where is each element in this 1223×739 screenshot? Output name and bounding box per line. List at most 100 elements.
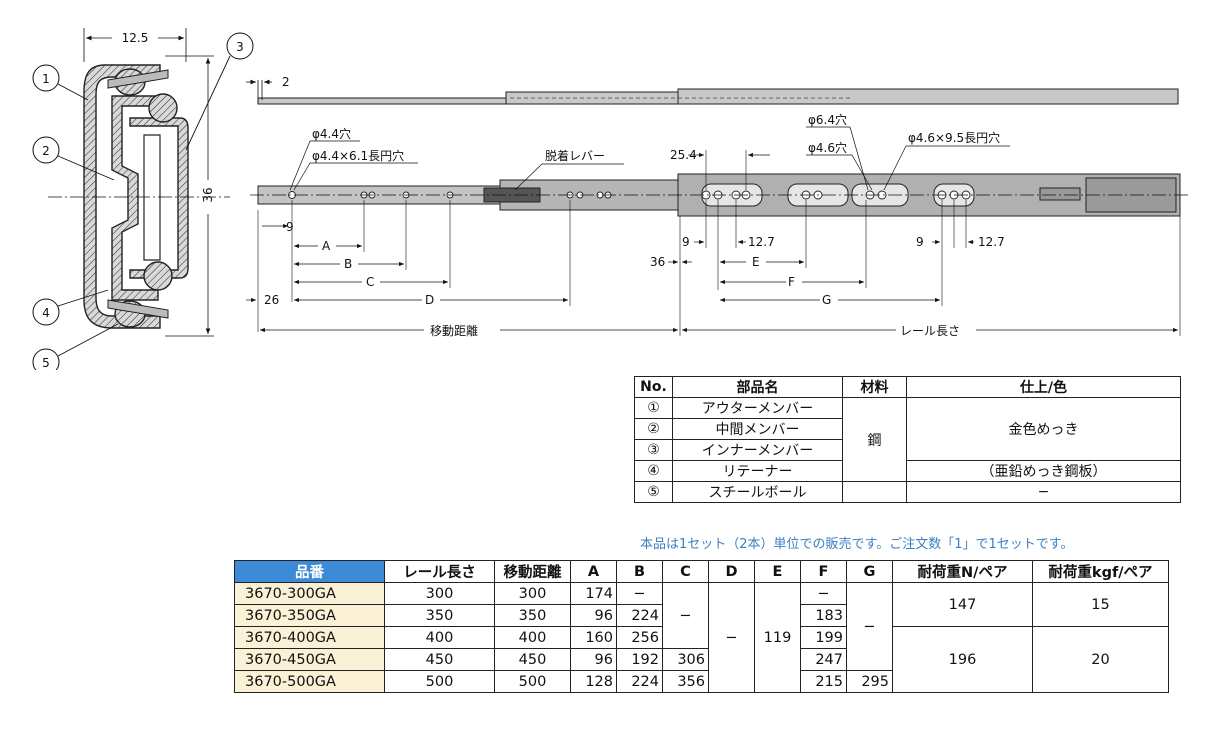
sales-notice: 本品は1セット（2本）単位での販売です。ご注文数「1」で1セットです。 — [640, 537, 1074, 552]
dim-26: 26 — [264, 293, 279, 307]
dim-A: A — [322, 239, 331, 253]
dim-c: 306 — [662, 648, 709, 671]
outer-member — [83, 64, 161, 329]
part-number: 3670-400GA — [234, 626, 385, 649]
travel: 350 — [494, 604, 571, 627]
dim-g-merged: − — [846, 582, 893, 671]
top-view: 2 — [246, 75, 1179, 105]
retainer — [107, 299, 169, 319]
dim-thickness: 2 — [282, 75, 290, 89]
dim-e-merged: 119 — [754, 582, 801, 693]
dim-f: − — [800, 582, 847, 605]
header-finish: 仕上/色 — [906, 376, 1181, 398]
header-no: No. — [634, 376, 673, 398]
callout-5-label: 5 — [42, 356, 50, 370]
rail-length: 300 — [384, 582, 495, 605]
label-hole-3: φ6.4穴 — [808, 112, 847, 127]
header-d: D — [708, 560, 755, 583]
header-part-number: 品番 — [234, 560, 385, 583]
load-kgf-1: 15 — [1032, 582, 1169, 627]
dim-D: D — [425, 293, 434, 307]
header-e: E — [754, 560, 801, 583]
dim-a: 160 — [570, 626, 617, 649]
part-finish: − — [906, 481, 1181, 503]
travel: 300 — [494, 582, 571, 605]
dim-b: − — [616, 582, 663, 605]
load-n-2: 196 — [892, 626, 1033, 693]
dim-width: 12.5 — [122, 31, 149, 45]
rail-length: 400 — [384, 626, 495, 649]
technical-drawing: 12.5 36 1 2 3 4 5 — [32, 28, 1190, 370]
dim-a: 96 — [570, 604, 617, 627]
callout-3-label: 3 — [236, 40, 244, 54]
callout-3: 3 — [185, 32, 254, 151]
dim-25-4: 25.4 — [670, 148, 697, 162]
part-finish: （亜鉛めっき鋼板） — [906, 460, 1181, 482]
part-no: ③ — [634, 439, 673, 461]
table-row: 3670-500GA 500 500 128 224 356 215 295 — [234, 670, 1169, 693]
dim-9-right: 9 — [916, 235, 924, 249]
part-name: スチールボール — [672, 481, 843, 503]
dim-12-7-left: 12.7 — [748, 235, 775, 249]
dim-g: 295 — [846, 670, 893, 693]
dim-c: 356 — [662, 670, 709, 693]
label-hole-4: φ4.6穴 — [808, 140, 847, 155]
label-lever: 脱着レバー — [545, 148, 605, 163]
dim-a: 96 — [570, 648, 617, 671]
part-number: 3670-350GA — [234, 604, 385, 627]
table-row: 3670-300GA 300 300 174 − − − 119 − − 147… — [234, 582, 1169, 693]
inner-member — [129, 117, 189, 279]
table-row: ④ リテーナー （亜鉛めっき鋼板） — [634, 460, 1181, 482]
header-travel: 移動距離 — [494, 560, 571, 583]
dim-E: E — [752, 255, 760, 269]
table-row: ⑤ スチールボール − — [634, 481, 1181, 503]
callout-1: 1 — [32, 64, 89, 101]
header-load-kgf: 耐荷重kgf/ペア — [1032, 560, 1169, 583]
part-material: 鋼 — [842, 397, 907, 482]
header-part-name: 部品名 — [672, 376, 843, 398]
dim-c-merged: − — [662, 582, 709, 649]
retainer — [107, 69, 169, 89]
spec-table-header: 品番 レール長さ 移動距離 A B C D E F G 耐荷重N/ペア 耐荷重k… — [234, 560, 1169, 583]
callout-5: 5 — [32, 323, 119, 370]
header-b: B — [616, 560, 663, 583]
rail-length: 500 — [384, 670, 495, 693]
part-number: 3670-500GA — [234, 670, 385, 693]
dim-B: B — [344, 257, 352, 271]
dim-12-7-right: 12.7 — [978, 235, 1005, 249]
part-name: アウターメンバー — [672, 397, 843, 419]
cross-section: 12.5 36 1 2 3 4 5 — [32, 28, 254, 370]
rail-length: 350 — [384, 604, 495, 627]
header-a: A — [570, 560, 617, 583]
dim-rail-length: レール長さ — [900, 324, 960, 338]
header-rail-length: レール長さ — [384, 560, 495, 583]
callout-2: 2 — [32, 136, 115, 181]
rail-length: 450 — [384, 648, 495, 671]
travel: 450 — [494, 648, 571, 671]
dim-F: F — [788, 275, 795, 289]
dim-a: 174 — [570, 582, 617, 605]
dim-b: 256 — [616, 626, 663, 649]
part-no: ⑤ — [634, 481, 673, 503]
part-name: インナーメンバー — [672, 439, 843, 461]
dim-f: 247 — [800, 648, 847, 671]
part-number: 3670-300GA — [234, 582, 385, 605]
dim-C: C — [366, 275, 374, 289]
dim-G: G — [822, 293, 831, 307]
load-n-1: 147 — [892, 582, 1033, 627]
side-view: φ4.4穴 φ4.4×6.1長円穴 脱着レバー φ6.4穴 φ4.6穴 φ4.6… — [246, 112, 1190, 338]
dim-f: 183 — [800, 604, 847, 627]
dim-height: 36 — [201, 187, 215, 202]
parts-table: No. 部品名 材料 仕上/色 ① アウターメンバー 鋼 金色めっき ② 中間メ… — [634, 376, 1181, 503]
header-f: F — [800, 560, 847, 583]
dim-d-merged: − — [708, 582, 755, 693]
part-finish: 金色めっき — [906, 397, 1181, 461]
callout-1-label: 1 — [42, 72, 50, 86]
label-hole-2: φ4.4×6.1長円穴 — [312, 148, 404, 163]
part-number: 3670-450GA — [234, 648, 385, 671]
dim-9-mid: 9 — [682, 235, 690, 249]
header-g: G — [846, 560, 893, 583]
travel: 500 — [494, 670, 571, 693]
dim-b: 192 — [616, 648, 663, 671]
part-no: ④ — [634, 460, 673, 482]
